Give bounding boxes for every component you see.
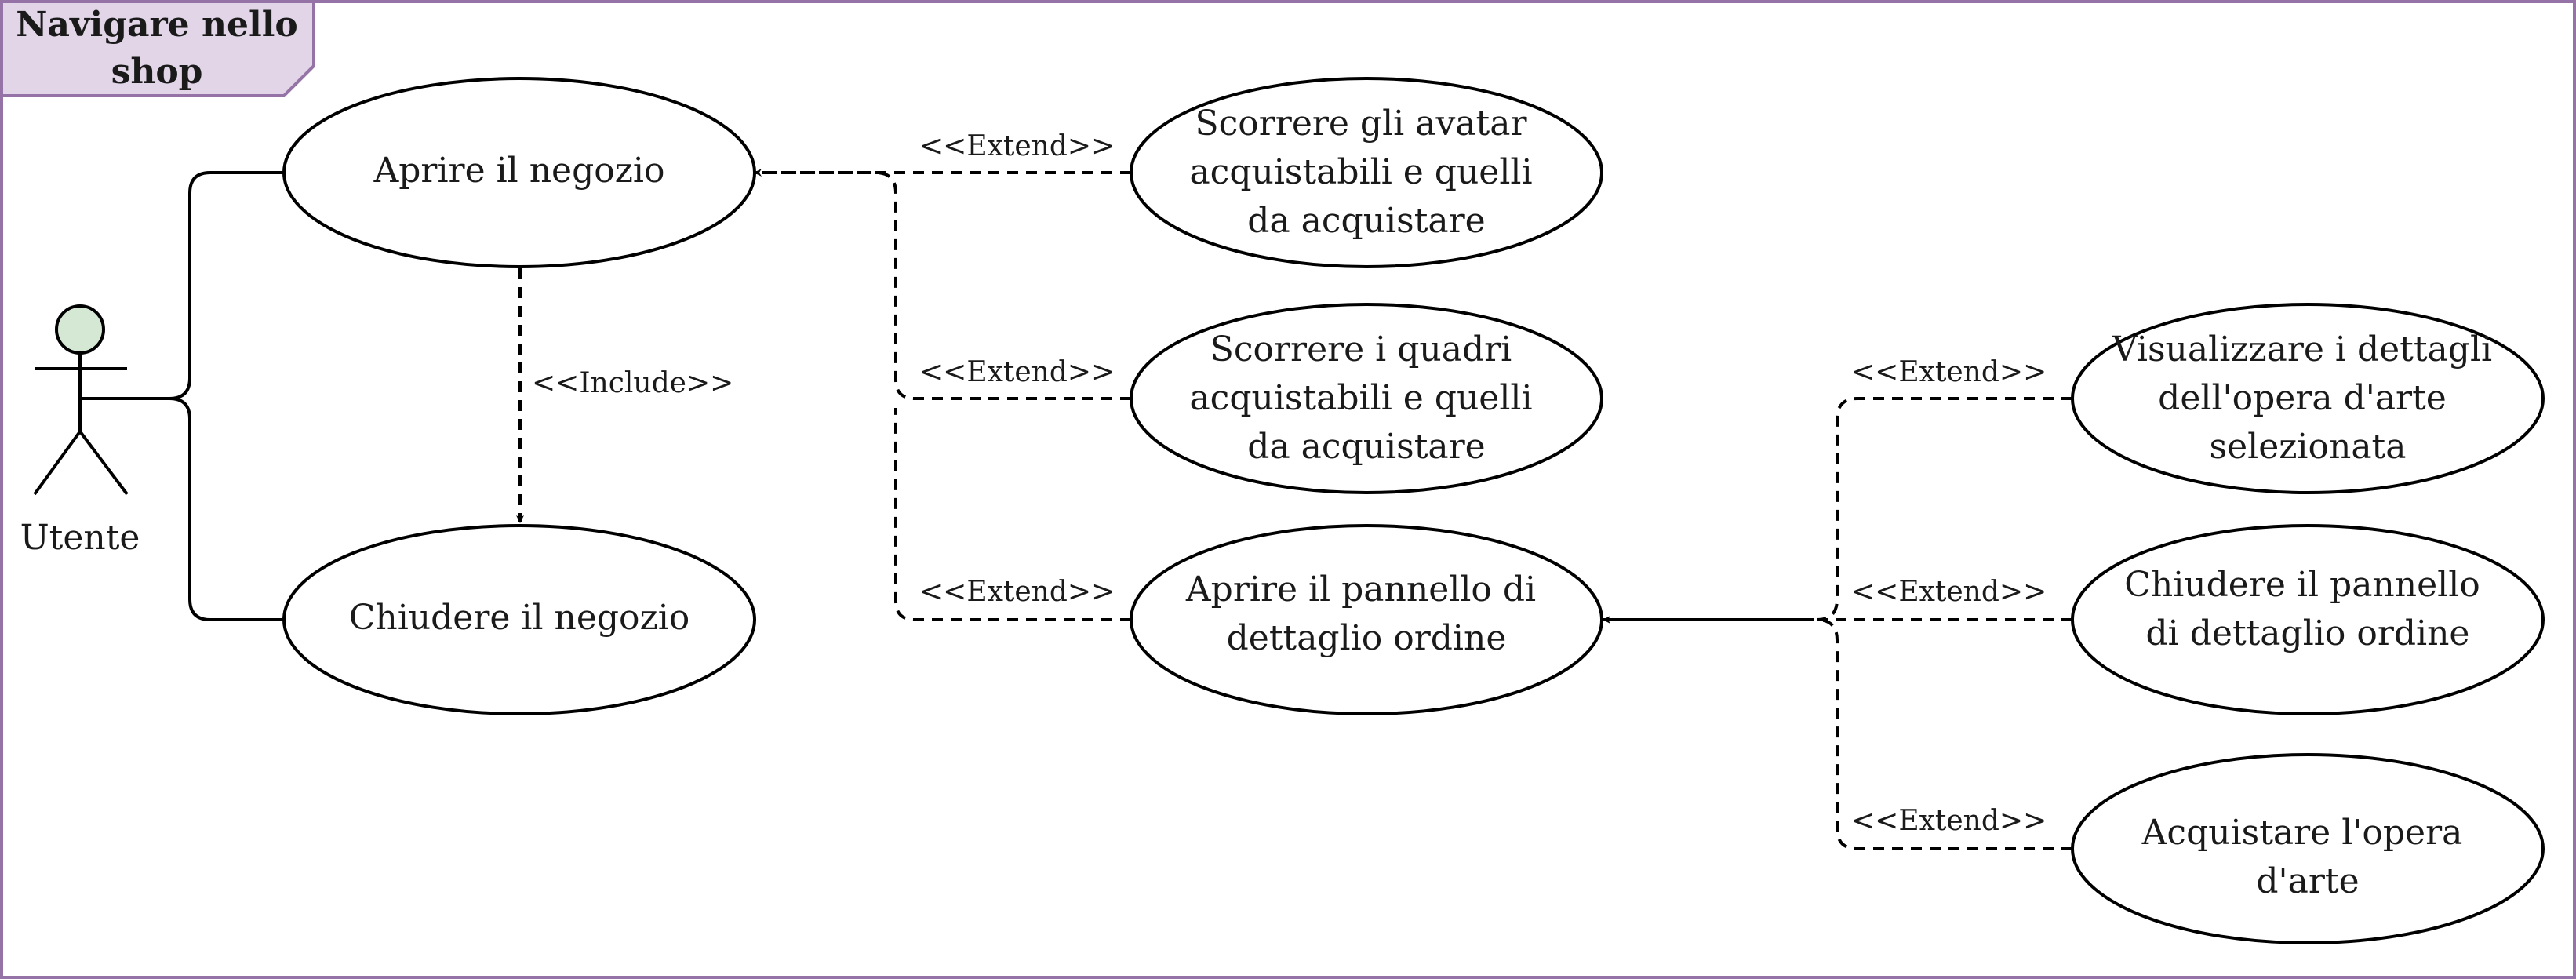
extend-label-pannello: <<Extend>>: [919, 576, 1115, 608]
svg-text:Chiudere il pannello di: Chiudere il pannello di dettaglio ordine: [2124, 565, 2491, 653]
use-case-chiudere-negozio[interactable]: Chiudere il negozio: [282, 524, 756, 715]
svg-text:Scorrere i quadri acquis: Scorrere i quadri acquistabili e quelli …: [1189, 329, 1543, 467]
extend-label-avatar: <<Extend>>: [919, 130, 1115, 162]
actor-left-leg: [33, 430, 82, 496]
extend-label-acquistare: <<Extend>>: [1851, 805, 2047, 837]
association-chiudere-negozio: [169, 397, 284, 621]
use-case-label-line3: da acquistare: [1247, 201, 1485, 241]
use-case-aprire-pannello[interactable]: Aprire il pannello di dettaglio ordine: [1130, 524, 1603, 715]
association-aprire-negozio: [80, 171, 284, 400]
use-case-scorrere-quadri[interactable]: Scorrere i quadri acquistabili e quelli …: [1130, 303, 1603, 494]
extend-label-chiudere-pannello: <<Extend>>: [1851, 576, 2047, 608]
actor-right-leg: [78, 430, 129, 496]
use-case-label-line1: Aprire il pannello di: [1185, 570, 1536, 610]
extend-arrow-acquistare: [1816, 618, 2072, 850]
use-case-label-line2: dell'opera d'arte: [2158, 378, 2447, 418]
use-case-label-line3: selezionata: [2210, 427, 2407, 467]
actor-label: Utente: [20, 518, 140, 558]
svg-text:Chiudere il negozio: Chiudere il negozio: [349, 598, 690, 638]
use-case-label-line2: d'arte: [2256, 861, 2359, 901]
use-case-label-line1: Scorrere gli avatar: [1195, 104, 1527, 144]
frame-title-line1: Navigare nello: [16, 5, 298, 45]
extend-label-visualizzare: <<Extend>>: [1851, 356, 2047, 388]
use-case-label-line1: Chiudere il pannello: [2124, 565, 2480, 605]
use-case-label: Chiudere il negozio: [349, 598, 690, 638]
svg-text:Aprire il pannello di de: Aprire il pannello di dettaglio ordine: [1185, 570, 1547, 658]
use-case-scorrere-avatar[interactable]: Scorrere gli avatar acquistabili e quell…: [1130, 77, 1603, 268]
use-case-label: Aprire il negozio: [373, 151, 664, 191]
extend-label-quadri: <<Extend>>: [919, 356, 1115, 388]
use-case-label-line1: Scorrere i quadri: [1210, 329, 1512, 369]
extend-arrow-visualizzare: [1816, 397, 2072, 621]
use-case-label-line1: Visualizzare i dettagli: [2112, 329, 2492, 369]
use-case-label-line2: dettaglio ordine: [1227, 618, 1507, 658]
svg-text:Scorrere gli avatar acqu: Scorrere gli avatar acquistabili e quell…: [1189, 104, 1543, 241]
actor-head: [55, 304, 105, 355]
svg-text:Acquistare l'opera d'art: Acquistare l'opera d'arte: [2141, 813, 2474, 901]
use-case-label-line3: da acquistare: [1247, 427, 1485, 467]
use-case-label-line2: di dettaglio ordine: [2146, 613, 2470, 653]
use-case-label-line2: acquistabili e quelli: [1189, 378, 1532, 418]
include-label: <<Include>>: [532, 367, 733, 399]
frame-title-line2: shop: [111, 52, 203, 92]
extend-arrow-pannello: [894, 408, 1131, 621]
svg-text:Visualizzare i dettagli: Visualizzare i dettagli dell'opera d'art…: [2112, 329, 2503, 467]
svg-text:Aprire il negozio: Aprire il negozio: [373, 151, 664, 191]
actor-utente[interactable]: Utente: [20, 304, 140, 558]
use-case-aprire-negozio[interactable]: Aprire il negozio: [282, 77, 756, 268]
use-case-visualizzare-dettagli[interactable]: Visualizzare i dettagli dell'opera d'art…: [2071, 303, 2545, 494]
use-case-chiudere-pannello[interactable]: Chiudere il pannello di dettaglio ordine: [2071, 524, 2545, 715]
extend-arrow-quadri: [755, 171, 1131, 400]
use-case-acquistare-opera[interactable]: Acquistare l'opera d'arte: [2071, 753, 2545, 944]
use-case-label-line2: acquistabili e quelli: [1189, 152, 1532, 192]
frame-title-tab: [0, 0, 315, 97]
use-case-label-line1: Acquistare l'opera: [2141, 813, 2463, 853]
